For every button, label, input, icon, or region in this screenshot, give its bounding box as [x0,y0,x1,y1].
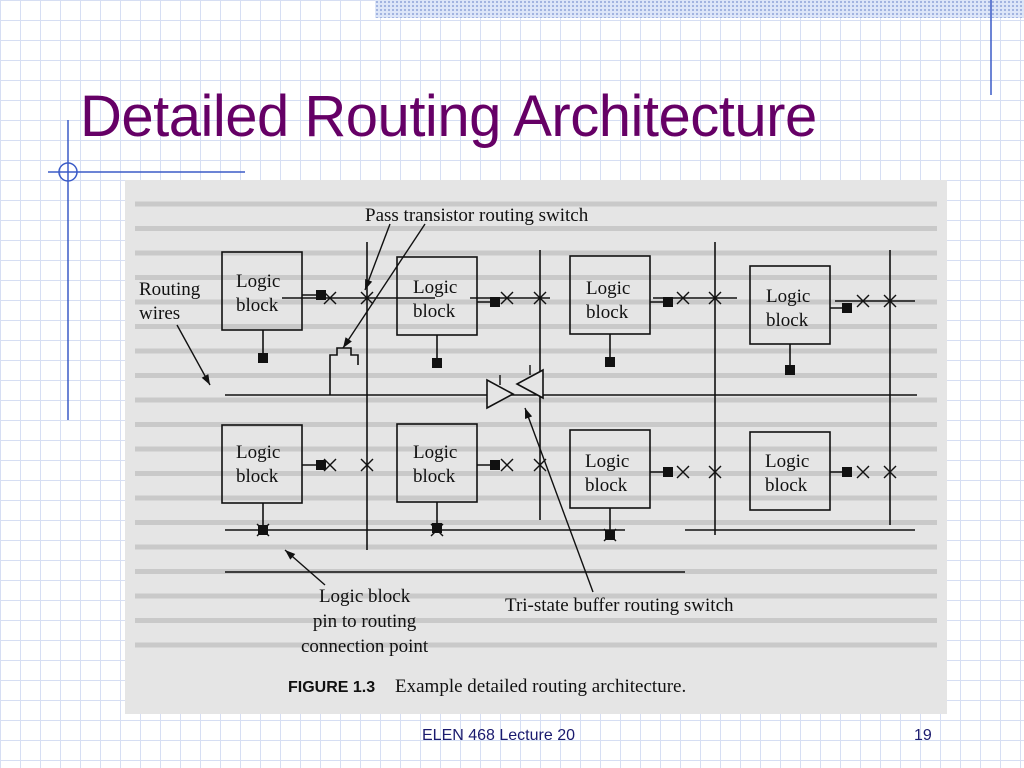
switch-cross [500,458,514,472]
top-decorative-bar [375,0,1024,18]
figure-caption-text: Example detailed routing architecture. [395,676,687,697]
page-number: 19 [914,727,932,744]
callout-arrow [524,407,594,593]
callout-arrow-head [365,279,373,290]
connection-point [663,467,673,477]
logic-block [749,431,831,511]
callout-arrow-head [343,337,352,348]
figure-caption-label: FIGURE 1.3 [288,679,376,696]
switch-cross [856,465,870,479]
connection-point [258,353,268,363]
logic-block [221,424,303,504]
tristate-buffer [486,378,515,410]
switch-cross [323,458,337,472]
routing-diagram [135,201,937,648]
switch-cross [603,528,617,542]
callout-arrow [176,324,211,386]
footer-lecture: ELEN 468 Lecture 20 [422,727,575,744]
switch-cross [500,291,514,305]
connection-point [490,297,500,307]
switch-cross [256,523,270,537]
callout-pass-transistor-switch: Pass transistor routing switch [365,205,589,226]
switch-cross [883,465,897,479]
callout-arrow-head [285,550,296,560]
callout-tristate-switch: Tri-state buffer routing switch [505,595,734,616]
switch-cross [883,294,897,308]
switch-cross [708,465,722,479]
slide-title: Detailed Routing Architecture [80,84,817,149]
connection-point [432,523,442,533]
connection-point [605,357,615,367]
connection-point [490,460,500,470]
connection-point [316,460,326,470]
connection-point [842,467,852,477]
connection-point [316,290,326,300]
connection-point [785,365,795,375]
switch-cross [360,458,374,472]
switch-cross [360,291,374,305]
switch-cross [856,294,870,308]
switch-cross [533,291,547,305]
connection-point [432,358,442,368]
connection-point [663,297,673,307]
switch-cross [323,291,337,305]
switch-cross [676,465,690,479]
tristate-buffer [515,368,544,400]
connection-point [842,303,852,313]
logic-block [221,251,303,331]
pass-transistor-switch [329,347,359,395]
callout-arrow [342,223,426,349]
switch-cross [430,523,444,537]
callout-arrow-head [525,408,533,419]
callout-arrow-head [201,374,210,385]
switch-cross [676,291,690,305]
switch-cross [708,291,722,305]
callout-arrow [364,223,391,291]
